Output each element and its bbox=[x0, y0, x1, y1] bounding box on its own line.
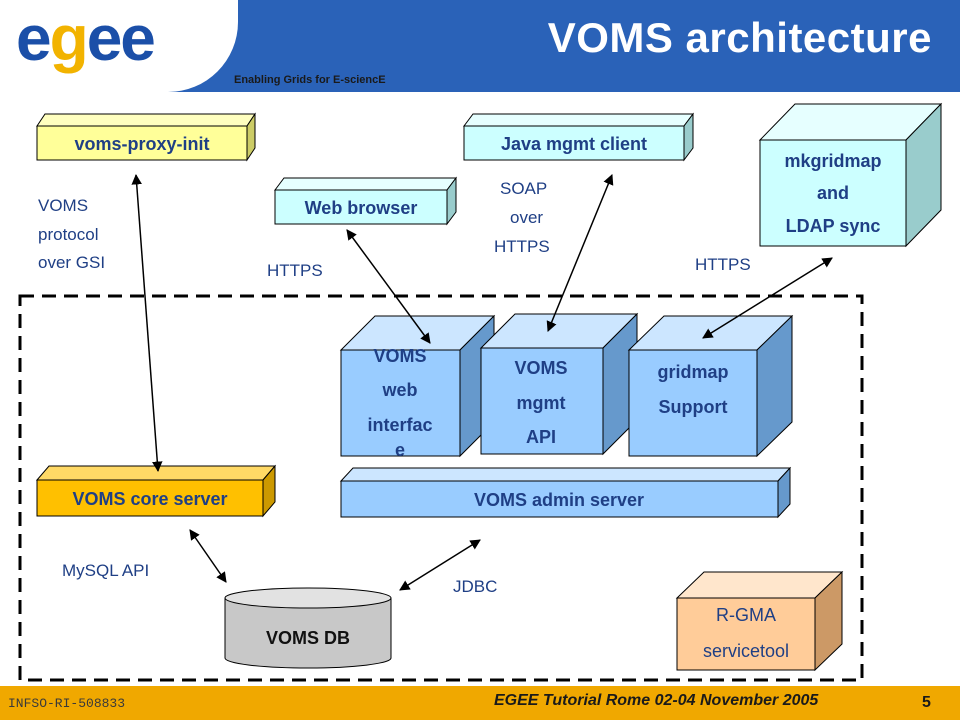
rgma-servicetool-box: R-GMA servicetool bbox=[675, 570, 844, 672]
voms-protocol-label-3: over GSI bbox=[38, 253, 105, 272]
voms-db-label: VOMS DB bbox=[266, 628, 350, 648]
gridmap-label: gridmap bbox=[657, 362, 728, 382]
egee-logo-text: egee bbox=[16, 2, 156, 74]
voms-mgmt-api-label-2: mgmt bbox=[517, 393, 566, 413]
arrow-mkgridmap-to-gridmap bbox=[702, 257, 833, 339]
voms-db-cylinder: VOMS DB bbox=[224, 587, 392, 669]
mkgridmap-and-label: and bbox=[817, 183, 849, 203]
tagline: Enabling Grids for E-sciencE bbox=[234, 74, 386, 86]
voms-proxy-init-label: voms-proxy-init bbox=[74, 134, 209, 154]
java-mgmt-client-label: Java mgmt client bbox=[501, 134, 647, 154]
voms-server-boundary bbox=[18, 294, 864, 682]
voms-core-server-box: VOMS core server bbox=[35, 464, 277, 518]
voms-protocol-label-1: VOMS bbox=[38, 196, 88, 215]
footer-band bbox=[0, 686, 960, 720]
voms-web-interface-box: VOMS web interfac e bbox=[339, 314, 496, 460]
soap-label: SOAP bbox=[500, 179, 547, 198]
arrow-java-client-to-mgmt-api bbox=[546, 174, 614, 332]
voms-admin-server-box: VOMS admin server bbox=[339, 466, 792, 519]
egee-logo: egee bbox=[0, 0, 238, 92]
mysql-api-label: MySQL API bbox=[62, 561, 149, 580]
soap-over-label: over bbox=[510, 208, 543, 227]
voms-admin-server-label: VOMS admin server bbox=[474, 490, 644, 510]
web-browser-box: Web browser bbox=[274, 176, 457, 226]
mkgridmap-label: mkgridmap bbox=[784, 151, 881, 171]
voms-web-label-4: e bbox=[395, 440, 405, 460]
voms-mgmt-api-box: VOMS mgmt API bbox=[479, 312, 639, 456]
web-browser-label: Web browser bbox=[305, 198, 418, 218]
arrow-admin-to-db bbox=[399, 539, 481, 591]
arrow-core-to-db bbox=[189, 529, 227, 583]
voms-proxy-init-box: voms-proxy-init bbox=[36, 112, 256, 162]
ldap-sync-label: LDAP sync bbox=[786, 216, 881, 236]
event-title: EGEE Tutorial Rome 02-04 November 2005 bbox=[494, 692, 819, 709]
project-id: INFSO-RI-508833 bbox=[8, 696, 126, 711]
voms-web-label-1: VOMS bbox=[373, 346, 426, 366]
arrow-proxy-to-core bbox=[131, 173, 163, 473]
voms-mgmt-api-label-3: API bbox=[526, 427, 556, 447]
servicetool-label: servicetool bbox=[703, 641, 789, 661]
https-mkgridmap-label: HTTPS bbox=[695, 255, 751, 274]
voms-protocol-label-2: protocol bbox=[38, 225, 98, 244]
voms-mgmt-api-label-1: VOMS bbox=[514, 358, 567, 378]
page-title: VOMS architecture bbox=[547, 14, 932, 61]
mkgridmap-box: mkgridmap and LDAP sync bbox=[758, 102, 943, 248]
rgma-label: R-GMA bbox=[716, 605, 776, 625]
gridmap-support-box: gridmap Support bbox=[627, 314, 794, 458]
java-mgmt-client-box: Java mgmt client bbox=[463, 112, 694, 162]
voms-core-server-label: VOMS core server bbox=[72, 489, 227, 509]
support-label: Support bbox=[659, 397, 728, 417]
voms-web-label-2: web bbox=[381, 380, 417, 400]
arrow-browser-to-web-interface bbox=[346, 229, 431, 344]
soap-https-label: HTTPS bbox=[494, 237, 550, 256]
voms-web-label-3: interfac bbox=[367, 415, 432, 435]
jdbc-label: JDBC bbox=[453, 577, 497, 596]
https-browser-label: HTTPS bbox=[267, 261, 323, 280]
page-number: 5 bbox=[922, 694, 931, 711]
